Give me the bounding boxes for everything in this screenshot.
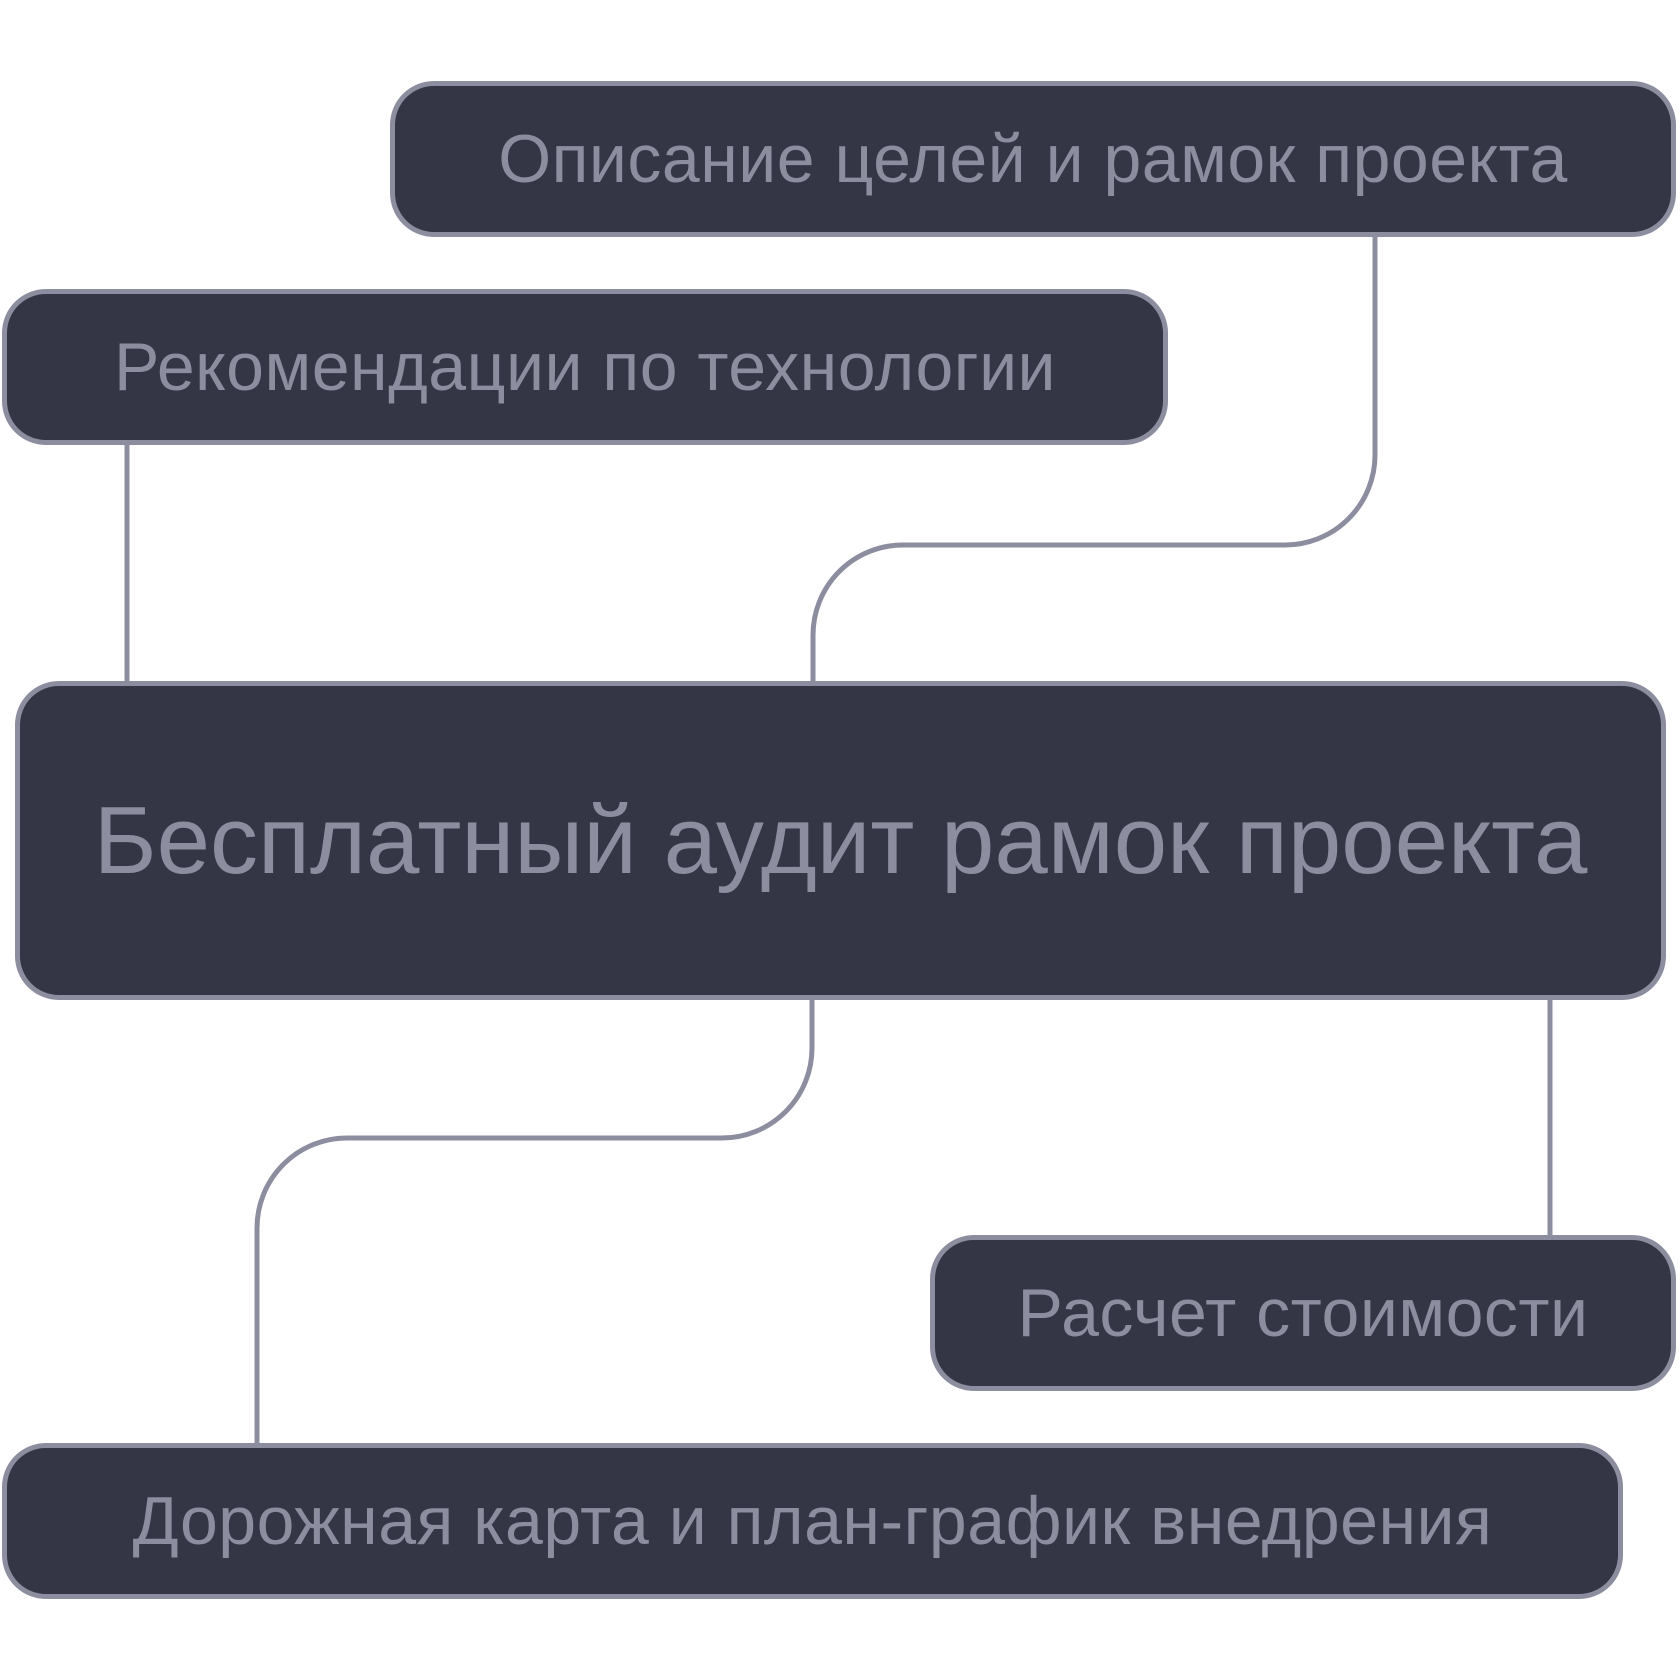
node-roadmap-label: Дорожная карта и план-график внедрения	[132, 1483, 1493, 1559]
node-technology-recommendations-label: Рекомендации по технологии	[113, 329, 1057, 405]
connector-audit-to-road	[254, 1000, 815, 1443]
node-cost-estimate-label: Расчет стоимости	[1017, 1275, 1589, 1351]
node-free-audit: Бесплатный аудит рамок проекта	[15, 681, 1666, 1000]
node-roadmap: Дорожная карта и план-график внедрения	[2, 1443, 1623, 1599]
node-technology-recommendations: Рекомендации по технологии	[2, 289, 1168, 445]
node-cost-estimate: Расчет стоимости	[930, 1235, 1676, 1391]
connector-goals-to-audit	[810, 237, 1378, 681]
node-project-goals-label: Описание целей и рамок проекта	[498, 121, 1568, 197]
node-project-goals: Описание целей и рамок проекта	[390, 81, 1676, 237]
node-free-audit-label: Бесплатный аудит рамок проекта	[93, 786, 1588, 894]
